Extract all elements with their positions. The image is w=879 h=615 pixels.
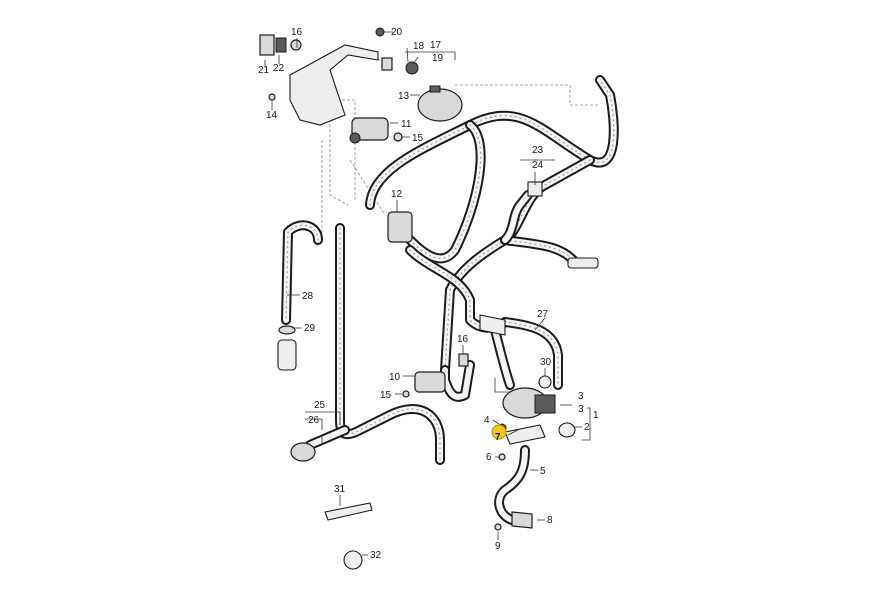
callout-3[interactable]: 3 [578,391,584,402]
cable-tie-icon [324,502,373,521]
callout-4[interactable]: 4 [484,415,490,426]
callout-15b[interactable]: 15 [380,390,392,401]
callout-30[interactable]: 30 [540,357,552,368]
hose-clamp-icon [343,550,363,570]
bracket-icon [289,44,379,126]
callout-labels: 1 2 3 3 4 5 6 7 8 9 10 11 12 13 14 15 15… [258,27,599,561]
callout-25[interactable]: 25 [314,400,326,411]
callout-12[interactable]: 12 [391,189,403,200]
callout-1[interactable]: 1 [593,410,599,421]
callout-23[interactable]: 23 [532,145,544,156]
washer-16-icon [290,39,302,51]
egr-actuator-icon [534,394,556,414]
valve-12-icon [387,211,413,243]
bolt-9-icon [494,523,502,531]
clip-30-icon [538,375,552,389]
assembly-guide-lines [304,49,600,249]
callout-21[interactable]: 21 [258,65,270,76]
bush-22-icon [275,37,287,53]
flange-icon [511,511,533,529]
solenoid-valve-10-icon [414,371,446,393]
callout-6[interactable]: 6 [486,452,492,463]
bush-18-icon [381,57,393,71]
solenoid-valve-11-icon [351,117,389,141]
callout-18[interactable]: 18 [413,41,425,52]
hose-connector-icon [567,257,599,269]
gasket-7-icon [504,424,546,445]
callout-29[interactable]: 29 [304,323,316,334]
highlight-marker-icon [491,424,507,440]
nut-20-icon [375,27,385,37]
callout-15[interactable]: 15 [412,133,424,144]
callout-26[interactable]: 26 [308,415,320,426]
callout-5[interactable]: 5 [540,466,546,477]
callout-9[interactable]: 9 [495,541,501,552]
clamp-29-icon [278,325,296,335]
callout-28[interactable]: 28 [302,291,314,302]
callout-11[interactable]: 11 [401,119,412,130]
components [259,27,599,570]
callout-24[interactable]: 24 [532,160,544,171]
callout-17[interactable]: 17 [430,40,442,51]
callout-31[interactable]: 31 [334,484,346,495]
o-ring-2-icon [558,422,576,438]
callout-19[interactable]: 19 [432,53,444,64]
filter-icon [277,339,297,371]
leader-lines [264,31,591,556]
callout-7[interactable]: 7 [495,432,501,443]
nut-15-bottom-icon [402,390,410,398]
t-piece-icon [479,314,506,336]
callout-3b[interactable]: 3 [578,404,584,415]
clip-16-icon [458,353,469,367]
vacuum-reservoir-icon [417,88,463,122]
valve-port-icon [349,132,361,144]
nut-15-top-icon [393,132,403,142]
connector-26-icon [290,442,316,462]
callout-32[interactable]: 32 [370,550,382,561]
callout-16b[interactable]: 16 [457,334,469,345]
reservoir-port-icon [429,85,441,93]
callout-22[interactable]: 22 [273,63,285,74]
callout-10[interactable]: 10 [389,372,401,383]
callout-13[interactable]: 13 [398,91,410,102]
bolt-21-icon [259,34,275,56]
callout-16[interactable]: 16 [291,27,303,38]
callout-8[interactable]: 8 [547,515,553,526]
callout-20[interactable]: 20 [391,27,403,38]
grommet-19-icon [405,61,419,75]
vacuum-hoses [281,75,619,465]
callout-27[interactable]: 27 [537,309,549,320]
screw-14-icon [268,93,276,101]
callout-2[interactable]: 2 [584,422,590,433]
callout-14[interactable]: 14 [266,110,278,121]
